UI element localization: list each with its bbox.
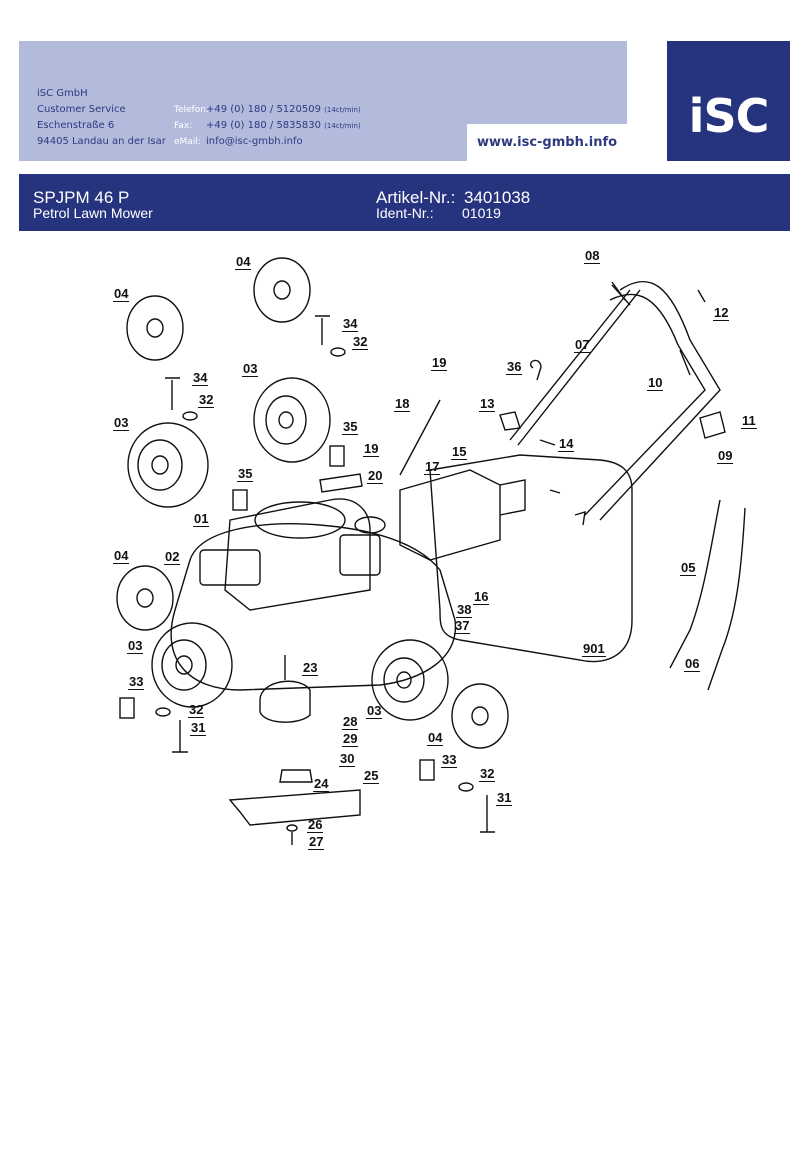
website-link[interactable]: www.isc-gmbh.info <box>477 135 618 150</box>
contact-header-band: iSC GmbH Customer Service Eschenstraße 6… <box>19 41 627 161</box>
handle-upper <box>599 280 721 521</box>
callout-34: 34 <box>342 316 359 332</box>
callout-19: 19 <box>431 355 448 371</box>
callout-38: 38 <box>456 602 473 618</box>
fax-number: +49 (0) 180 / 5835830 (14ct/min) <box>206 120 361 131</box>
callout-01: 01 <box>193 511 210 527</box>
callout-28: 28 <box>342 714 359 730</box>
phone-number: +49 (0) 180 / 5120509 (14ct/min) <box>206 104 361 115</box>
callout-33: 33 <box>128 674 145 690</box>
isc-logo: iSC <box>667 41 790 161</box>
callout-35: 35 <box>342 419 359 435</box>
ident-label: Ident-Nr.: <box>376 205 434 221</box>
callout-29: 29 <box>342 731 359 747</box>
model-name: SPJPM 46 P <box>33 188 130 207</box>
product-title-band: SPJPM 46 P Petrol Lawn Mower Artikel-Nr.… <box>19 174 790 231</box>
article-label: Artikel-Nr.: <box>376 188 456 207</box>
callout-04: 04 <box>113 548 130 564</box>
website-box: www.isc-gmbh.info <box>467 124 627 161</box>
callout-02: 02 <box>164 549 181 565</box>
product-description: Petrol Lawn Mower <box>33 205 153 221</box>
callout-17: 17 <box>424 459 441 475</box>
callout-04: 04 <box>113 286 130 302</box>
callout-03: 03 <box>127 638 144 654</box>
email-address[interactable]: info@isc-gmbh.info <box>206 136 303 147</box>
article-number: 3401038 <box>464 188 531 207</box>
callout-04: 04 <box>427 730 444 746</box>
diagram-drawing <box>116 257 746 845</box>
callout-31: 31 <box>496 790 513 806</box>
callout-15: 15 <box>451 444 468 460</box>
blade <box>228 789 361 826</box>
fax-label: Fax: <box>174 121 193 131</box>
callout-34: 34 <box>192 370 209 386</box>
callout-12: 12 <box>713 305 730 321</box>
callout-901: 901 <box>582 641 606 657</box>
callout-13: 13 <box>479 396 496 412</box>
phone-rate: (14ct/min) <box>324 106 361 114</box>
callout-18: 18 <box>394 396 411 412</box>
callout-06: 06 <box>684 656 701 672</box>
callout-10: 10 <box>647 375 664 391</box>
exploded-parts-diagram: 04 04 34 32 34 32 03 03 35 35 01 02 04 0… <box>80 245 790 885</box>
callout-14: 14 <box>558 436 575 452</box>
callout-11: 11 <box>741 413 757 429</box>
callout-23: 23 <box>302 660 319 676</box>
callout-32: 32 <box>352 334 369 350</box>
grass-bag <box>429 454 633 663</box>
callout-09: 09 <box>717 448 734 464</box>
callout-03: 03 <box>113 415 130 431</box>
callout-20: 20 <box>367 468 384 484</box>
mower-deck <box>170 523 457 691</box>
phone-label: Telefon: <box>174 105 209 115</box>
callout-31: 31 <box>190 720 207 736</box>
email-label: eMail: <box>174 137 201 147</box>
callout-27: 27 <box>308 834 325 850</box>
callout-35: 35 <box>237 466 254 482</box>
callout-24: 24 <box>313 776 330 792</box>
ident-number: 01019 <box>462 205 501 221</box>
callout-32: 32 <box>479 766 496 782</box>
city-address: 94405 Landau an der Isar <box>37 136 166 147</box>
callout-03: 03 <box>242 361 259 377</box>
callout-32: 32 <box>198 392 215 408</box>
department: Customer Service <box>37 104 126 115</box>
callout-26: 26 <box>307 817 324 833</box>
street-address: Eschenstraße 6 <box>37 120 115 131</box>
callout-03: 03 <box>366 703 383 719</box>
callout-37: 37 <box>454 618 471 634</box>
callout-05: 05 <box>680 560 697 576</box>
logo-text: iSC <box>688 89 770 143</box>
callout-08: 08 <box>584 248 601 264</box>
callout-04: 04 <box>235 254 252 270</box>
callout-33: 33 <box>441 752 458 768</box>
callout-07: 07 <box>574 337 591 353</box>
callout-25: 25 <box>363 768 380 784</box>
callout-36: 36 <box>506 359 523 375</box>
company-name: iSC GmbH <box>37 88 88 99</box>
callout-32: 32 <box>188 702 205 718</box>
fax-rate: (14ct/min) <box>324 122 361 130</box>
wheels <box>127 377 449 721</box>
callout-30: 30 <box>339 751 356 767</box>
callout-16: 16 <box>473 589 490 605</box>
callout-19: 19 <box>363 441 380 457</box>
